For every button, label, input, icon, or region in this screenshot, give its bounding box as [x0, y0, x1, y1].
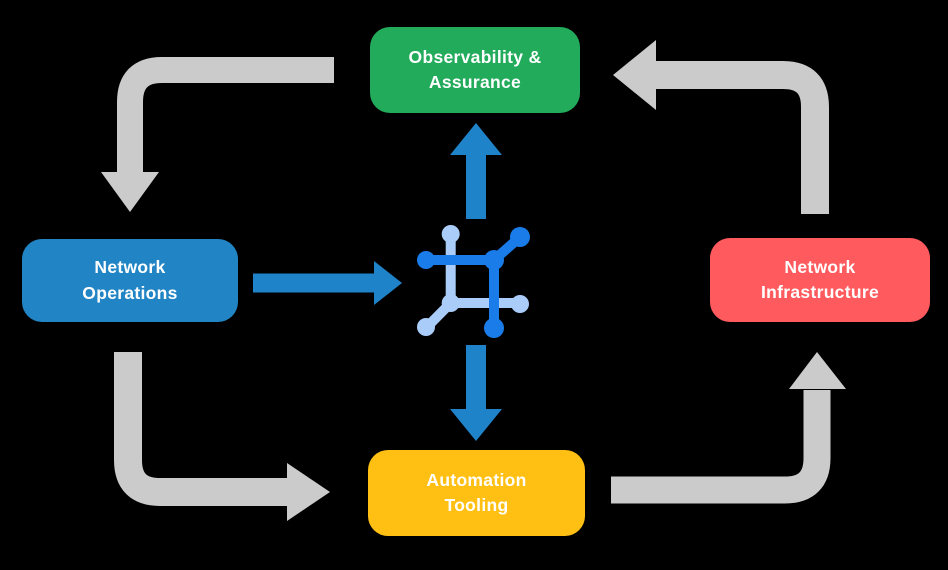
arrow-shaft — [114, 352, 289, 506]
arrow-head-down — [101, 172, 159, 212]
arrow-head-up — [450, 123, 502, 155]
arrow-head-down — [450, 409, 502, 441]
node-automation-tooling: Automation Tooling — [368, 450, 585, 536]
arrow-operations-to-center — [253, 261, 402, 305]
arrow-operations-to-automation — [114, 352, 330, 521]
arrow-shaft — [117, 57, 334, 174]
node-label: Network Infrastructure — [761, 256, 879, 302]
arrow-automation-to-infrastructure — [611, 352, 846, 504]
node-label: Automation Tooling — [426, 469, 527, 515]
arrow-head-left — [613, 40, 656, 110]
arrow-shaft — [656, 61, 829, 214]
arrow-head-right — [287, 463, 330, 521]
arrow-head-up — [789, 352, 846, 389]
network-mesh-icon — [417, 225, 530, 338]
node-network-infrastructure: Network Infrastructure — [710, 238, 930, 322]
node-label: Observability & Assurance — [408, 46, 542, 92]
arrow-infrastructure-to-observability — [613, 40, 829, 214]
node-network-operations: Network Operations — [22, 239, 238, 322]
arrow-observability-to-operations — [101, 57, 334, 212]
network-mesh-dark-nodes — [417, 227, 530, 338]
node-label: Network Operations — [82, 257, 178, 303]
node-observability-assurance: Observability & Assurance — [370, 27, 580, 113]
arrow-center-to-automation — [450, 345, 502, 441]
arrow-center-to-observability — [450, 123, 502, 219]
network-mesh-light-nodes — [417, 225, 529, 336]
arrow-head-right — [374, 261, 402, 305]
arrow-shaft — [611, 390, 831, 504]
